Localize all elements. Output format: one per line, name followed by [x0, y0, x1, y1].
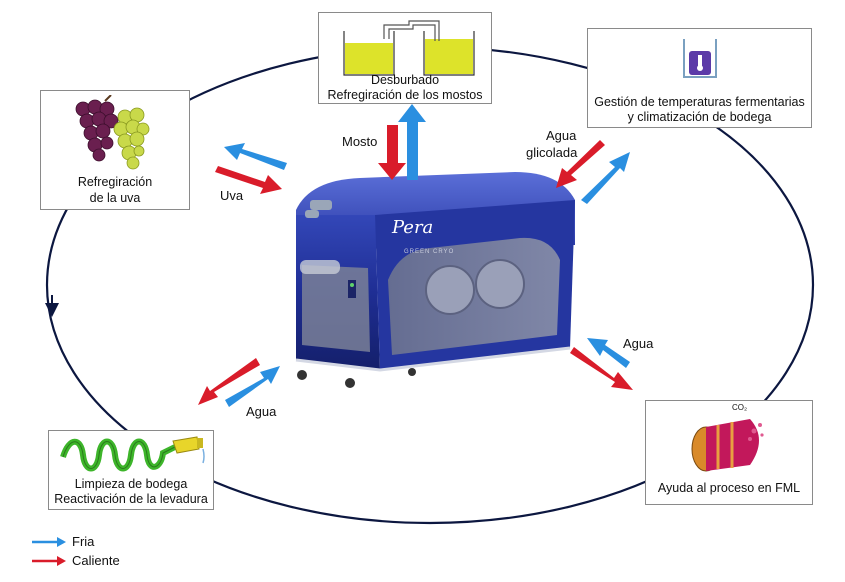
- machine-model: GREEN CRYO: [404, 249, 455, 255]
- box-limpieza-line1: Limpieza de bodega: [74, 477, 188, 491]
- tanks-icon: [339, 19, 479, 82]
- box-gestion: Gestión de temperaturas fermentarias y c…: [587, 28, 812, 128]
- box-desburbado-line1: Desburbado: [370, 73, 440, 87]
- barrel-icon: [688, 409, 774, 478]
- label-uva: Uva: [220, 188, 244, 203]
- arrows-agua-right: [570, 338, 633, 390]
- arrow-agua-left-cold: [225, 366, 280, 407]
- box-uva-line2: de la uva: [89, 191, 141, 205]
- arrow-glicolada-hot: [556, 140, 605, 188]
- legend-hot-label: Caliente: [72, 553, 120, 568]
- box-gestion-line1: Gestión de temperaturas fermentarias: [594, 95, 805, 109]
- label-agua-left: Agua: [246, 404, 277, 419]
- box-limpieza: Limpieza de bodega Reactivación de la le…: [48, 430, 214, 510]
- arrow-uva-hot: [215, 166, 282, 194]
- thermometer-icon: [680, 37, 720, 86]
- arrows-uva: [215, 143, 287, 194]
- arrow-glicolada-cold: [581, 152, 630, 204]
- arrow-agua-right-hot: [570, 347, 633, 390]
- box-uva-line1: Refregiración: [77, 175, 153, 189]
- box-desburbado: Desburbado Refregiración de los mostos: [318, 12, 492, 104]
- box-desburbado-line2: Refregiración de los mostos: [327, 88, 483, 102]
- label-agua-glicolada-2: glicolada: [526, 145, 578, 160]
- arrow-agua-left-hot: [198, 358, 260, 405]
- box-limpieza-line2: Reactivación de la levadura: [54, 492, 208, 506]
- hose-icon: [59, 435, 209, 482]
- label-agua-glicolada-1: Agua: [546, 128, 577, 143]
- arrow-agua-right-cold: [587, 338, 630, 368]
- legend-arrows: [32, 537, 66, 566]
- grapes-icon: [69, 94, 153, 178]
- arrow-uva-cold: [224, 143, 287, 170]
- arrow-mosto-cold: [398, 104, 426, 180]
- arrows-agua-glicolada: [556, 140, 630, 204]
- arrows-mosto: [378, 104, 426, 180]
- co2-label: CO₂: [732, 403, 748, 412]
- label-mosto: Mosto: [342, 134, 378, 149]
- machine-brand: Pera: [392, 217, 434, 238]
- box-fml-line1: Ayuda al proceso en FML: [657, 481, 801, 495]
- arrow-mosto-hot: [378, 125, 406, 180]
- label-agua-right: Agua: [623, 336, 654, 351]
- box-uva: Refregiración de la uva: [40, 90, 190, 210]
- cooling-machine: [295, 172, 575, 388]
- box-gestion-line2: y climatización de bodega: [627, 110, 772, 124]
- legend-cold-label: Fria: [72, 534, 95, 549]
- box-fml: CO₂ Ayuda al proceso en FML: [645, 400, 813, 505]
- arrows-agua-left: [198, 358, 280, 407]
